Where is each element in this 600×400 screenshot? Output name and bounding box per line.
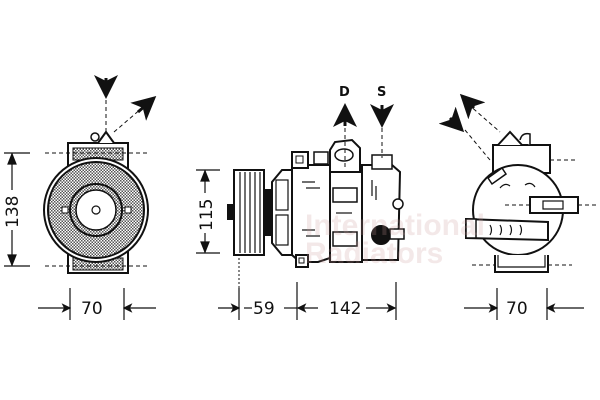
rear-flow-arrows bbox=[438, 93, 486, 133]
front-flow-arrows bbox=[94, 75, 157, 121]
rear-view bbox=[464, 103, 598, 273]
pulley-length-value: 59 bbox=[253, 299, 275, 319]
suction-port-label: S bbox=[377, 85, 386, 100]
front-width-dimension bbox=[38, 288, 156, 320]
front-width-value: 70 bbox=[81, 299, 103, 319]
side-height-value: 115 bbox=[197, 199, 217, 231]
front-height-value: 138 bbox=[3, 196, 23, 228]
rear-width-dimension bbox=[464, 288, 584, 320]
front-view bbox=[43, 100, 150, 274]
side-view bbox=[227, 128, 405, 290]
body-length-value: 142 bbox=[329, 299, 361, 319]
rear-width-value: 70 bbox=[506, 299, 528, 319]
side-length-dimensions bbox=[218, 282, 397, 320]
side-port-arrows bbox=[333, 103, 394, 128]
discharge-port-label: D bbox=[339, 85, 350, 100]
